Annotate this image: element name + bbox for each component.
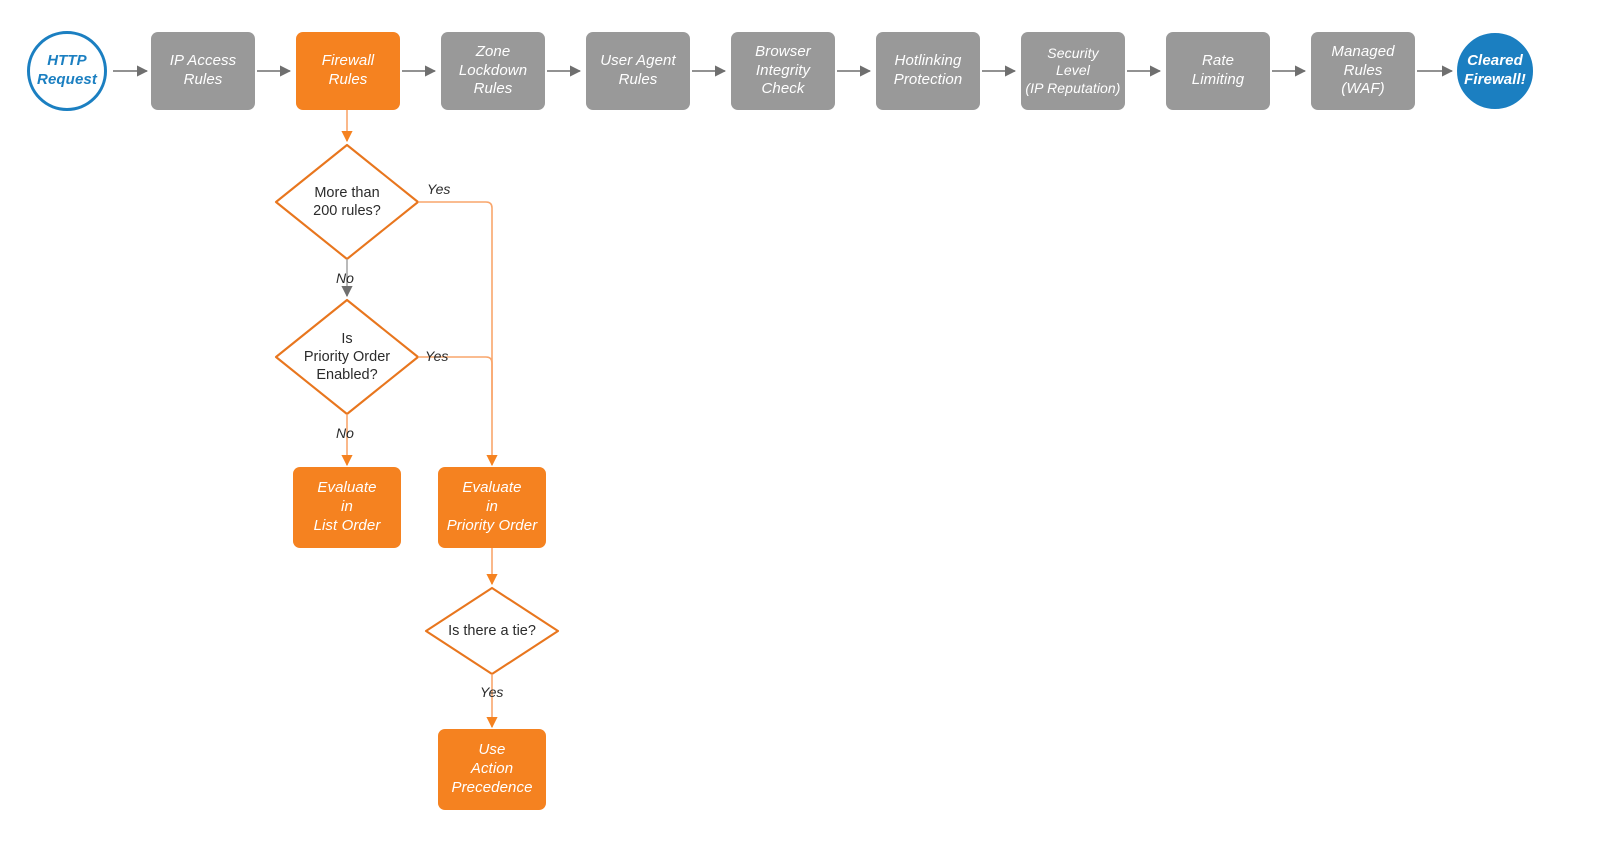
edge-label-priority-order-no: No	[336, 425, 354, 441]
node-firewall-rules[interactable]: Firewall Rules	[296, 32, 400, 110]
node-evaluate-priority-order[interactable]: Evaluate in Priority Order	[438, 467, 546, 548]
edge-more-than-200-yes	[418, 201, 498, 467]
node-hotlinking-protection[interactable]: Hotlinking Protection	[876, 32, 980, 110]
node-browser-integrity-check[interactable]: Browser Integrity Check	[731, 32, 835, 110]
edge-label-more-than-200-no: No	[336, 270, 354, 286]
node-rate-limiting[interactable]: Rate Limiting	[1166, 32, 1270, 110]
node-cleared-firewall[interactable]: Cleared Firewall!	[1457, 33, 1533, 109]
node-evaluate-list-order[interactable]: Evaluate in List Order	[293, 467, 401, 548]
node-ip-access-rules[interactable]: IP Access Rules	[151, 32, 255, 110]
node-http-request[interactable]: HTTP Request	[27, 31, 107, 111]
edge-label-more-than-200-yes: Yes	[427, 181, 451, 197]
node-use-action-precedence[interactable]: Use Action Precedence	[438, 729, 546, 810]
node-zone-lockdown-rules[interactable]: Zone Lockdown Rules	[441, 32, 545, 110]
decision-label-more-than-200-rules[interactable]: More than 200 rules?	[313, 184, 381, 219]
node-user-agent-rules[interactable]: User Agent Rules	[586, 32, 690, 110]
node-security-level[interactable]: Security Level (IP Reputation)	[1021, 32, 1125, 110]
decision-label-is-there-a-tie[interactable]: Is there a tie?	[448, 622, 536, 639]
edge-label-priority-order-yes: Yes	[425, 348, 449, 364]
edge-label-tie-yes: Yes	[480, 684, 504, 700]
decision-label-priority-order-enabled[interactable]: Is Priority Order Enabled?	[303, 330, 391, 384]
node-managed-rules-waf[interactable]: Managed Rules (WAF)	[1311, 32, 1415, 110]
